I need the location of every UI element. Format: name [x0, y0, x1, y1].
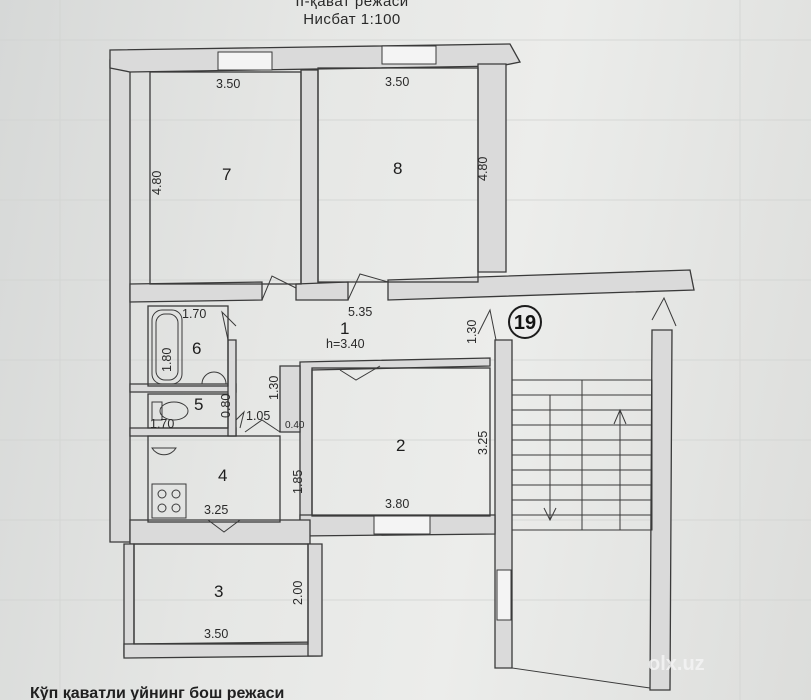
kitchen-sink-icon	[151, 447, 177, 456]
stove-burner-2-icon	[171, 489, 181, 499]
dim-room6-width: 1.70	[182, 307, 206, 321]
door-stair	[651, 296, 677, 327]
stair-arrow-down-head	[543, 507, 557, 522]
room-7-label: 7	[222, 165, 231, 184]
room-4-label: 4	[218, 466, 227, 485]
toilet-tank-icon	[151, 401, 163, 421]
room-6-label: 6	[192, 339, 201, 358]
fixtures	[151, 309, 227, 519]
door-room8	[347, 273, 389, 301]
landing-outline	[511, 530, 651, 689]
room-2-label: 2	[396, 436, 405, 455]
room6-outline	[147, 305, 229, 387]
scale-label: Нисбат 1:100	[303, 11, 401, 28]
floor-label: II-қават режаси	[295, 0, 408, 10]
stair-wall-right	[649, 329, 673, 691]
room7-outline	[149, 71, 302, 285]
wall-4-3	[129, 519, 311, 545]
door-room6	[221, 310, 237, 341]
apartment-number-badge	[508, 305, 542, 339]
room-3-label: 3	[214, 582, 223, 601]
room-1-label: 1	[340, 319, 349, 338]
bathtub-inner-icon	[155, 313, 179, 381]
watermark: olx.uz	[648, 653, 705, 675]
room5-outline	[147, 393, 229, 429]
room-5-label: 5	[194, 395, 203, 414]
dim-room7-width: 3.50	[216, 77, 240, 91]
stair-arrow-up-head	[613, 408, 627, 425]
dim-passage-depth: 1.30	[267, 376, 281, 400]
dim-room4-width: 3.25	[204, 503, 228, 517]
dim-room5-width: 1.70	[150, 417, 174, 431]
dim-corridor-width: 1.30	[465, 320, 479, 344]
door-room5	[235, 410, 245, 429]
room-8-label: 8	[393, 159, 402, 178]
dim-room4-depth: 1.85	[291, 470, 305, 494]
wall-5-4	[129, 427, 237, 437]
room8-outline	[317, 67, 479, 283]
room3-outline	[133, 543, 309, 645]
room3-left-wall	[123, 543, 135, 657]
room-outlines	[133, 67, 491, 645]
dim-room8-width: 3.50	[385, 75, 409, 89]
wall-7-8	[300, 69, 319, 286]
dim-room2-width: 3.80	[385, 497, 409, 511]
door-room3	[207, 519, 241, 533]
window-room2	[373, 515, 431, 535]
toilet-icon	[159, 401, 189, 421]
dim-room3-width: 3.50	[204, 627, 228, 641]
dim-room3-depth: 2.00	[291, 581, 305, 605]
walls	[109, 43, 695, 691]
room3-right-wall	[307, 543, 323, 657]
room2-wall	[299, 357, 491, 521]
bath-right-wall	[227, 339, 237, 437]
dim-room8-depth: 4.80	[476, 157, 490, 181]
wall-6-5	[129, 383, 237, 393]
stove-icon	[151, 483, 187, 519]
dim-passage-width: 1.05	[246, 409, 270, 423]
wall-below-8	[387, 269, 695, 301]
door-room7	[261, 275, 297, 301]
dim-corridor-length: 5.35	[348, 305, 372, 319]
stove-burner-1-icon	[157, 489, 167, 499]
sink-icon	[201, 371, 227, 385]
windows	[217, 45, 512, 621]
passage-post	[279, 365, 301, 433]
wall-below-7	[129, 281, 263, 303]
stair-treads	[512, 394, 652, 516]
wall-mid	[295, 281, 349, 301]
stove-burner-3-icon	[157, 503, 167, 513]
window-stair	[496, 569, 512, 621]
bathtub-icon	[151, 309, 183, 385]
staircase	[511, 379, 653, 689]
stove-burner-4-icon	[171, 503, 181, 513]
window-room7	[217, 51, 273, 71]
room4-outline	[147, 435, 281, 523]
door-room2	[339, 365, 381, 381]
window-room8	[381, 45, 437, 65]
footer-caption: Кўп қаватли уйнинг бош режаси	[30, 685, 284, 700]
door-entrance	[477, 308, 497, 341]
left-outer-wall	[109, 59, 131, 543]
door-room4	[244, 419, 281, 433]
room-1-height: h=3.40	[326, 337, 365, 351]
dim-post-width: 0.40	[285, 420, 305, 431]
dim-room7-depth: 4.80	[150, 171, 164, 195]
dim-room6-depth: 1.80	[160, 348, 174, 372]
dim-room5-depth: 0.80	[219, 394, 233, 418]
apartment-number: 19	[514, 312, 536, 334]
dim-room2-depth: 3.25	[476, 431, 490, 455]
doors	[207, 273, 677, 533]
